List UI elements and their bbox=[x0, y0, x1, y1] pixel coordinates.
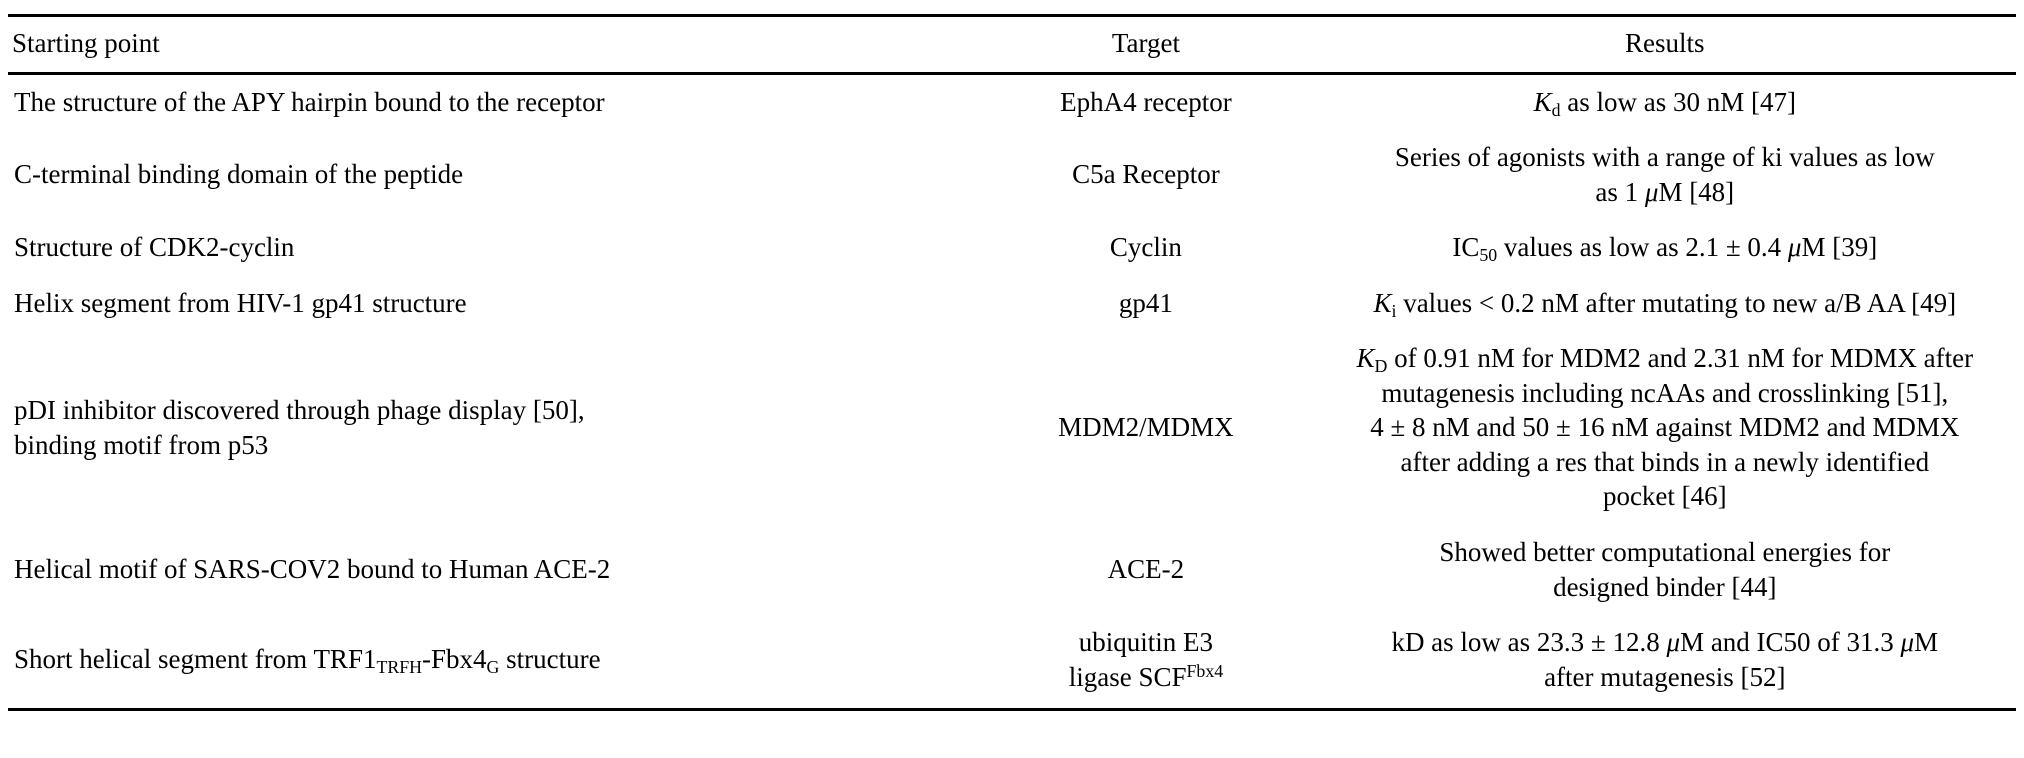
starting-point-text: -Fbx4 bbox=[422, 644, 487, 675]
results-text: as low as 30 nM [47] bbox=[1560, 86, 1796, 117]
cell-starting-point: Helix segment from HIV-1 gp41 structure bbox=[14, 287, 467, 318]
starting-point-line: pDI inhibitor discovered through phage d… bbox=[14, 395, 585, 426]
results-line: 4 ± 8 nM and 50 ± 16 nM against MDM2 and… bbox=[1370, 412, 1960, 443]
results-text: kD as low as 23.3 ± 12.8 bbox=[1391, 627, 1667, 658]
results-symbol: K bbox=[1356, 343, 1375, 374]
results-text: M [48] bbox=[1658, 176, 1735, 207]
starting-point-text: Short helical segment from TRF1 bbox=[14, 644, 377, 675]
column-header-starting-point: Starting point bbox=[8, 14, 979, 75]
results-subscript: i bbox=[1391, 300, 1397, 321]
results-line: mutagenesis including ncAAs and crosslin… bbox=[1381, 377, 1949, 408]
cell-target: ubiquitin E3 ligase SCFFbx4 bbox=[978, 615, 1314, 712]
cell-target: gp41 bbox=[1118, 287, 1173, 318]
cell-results: Ki values < 0.2 nM after mutating to new… bbox=[1314, 276, 2016, 332]
cell-target: EphA4 receptor bbox=[1060, 86, 1232, 117]
results-text: M and IC50 of 31.3 bbox=[1680, 627, 1901, 658]
micro-symbol: μ bbox=[1900, 627, 1915, 658]
results-text: of 0.91 nM for MDM2 and 2.31 nM for MDMX… bbox=[1387, 343, 1974, 374]
cell-results: Showed better computational energies for… bbox=[1314, 525, 2016, 615]
results-symbol: IC bbox=[1452, 232, 1480, 263]
cell-target: MDM2/MDMX bbox=[1058, 412, 1234, 443]
results-line: Showed better computational energies for bbox=[1439, 537, 1891, 568]
results-line: designed binder [44] bbox=[1553, 571, 1777, 602]
cell-starting-point: Short helical segment from TRF1TRFH-Fbx4… bbox=[8, 615, 979, 712]
results-symbol: K bbox=[1533, 86, 1552, 117]
target-line: ubiquitin E3 bbox=[1078, 627, 1214, 658]
micro-symbol: μ bbox=[1787, 232, 1802, 263]
table-body: The structure of the APY hairpin bound t… bbox=[8, 73, 2016, 712]
starting-point-subscript: TRFH bbox=[376, 657, 423, 678]
results-symbol: K bbox=[1373, 287, 1392, 318]
table-row: pDI inhibitor discovered through phage d… bbox=[8, 331, 2016, 525]
results-line: kD as low as 23.3 ± 12.8 μM and IC50 of … bbox=[1320, 625, 2010, 660]
results-line: pocket [46] bbox=[1602, 481, 1727, 512]
target-superscript: Fbx4 bbox=[1186, 660, 1224, 681]
cell-target: C5a Receptor bbox=[1072, 159, 1220, 190]
header-row: Starting point Target Results bbox=[8, 14, 2016, 75]
cell-target: ACE-2 bbox=[1107, 554, 1185, 585]
table-row: Structure of CDK2-cyclin Cyclin IC50 val… bbox=[8, 220, 2016, 276]
results-line: KD of 0.91 nM for MDM2 and 2.31 nM for M… bbox=[1320, 341, 2010, 376]
cell-results: KD of 0.91 nM for MDM2 and 2.31 nM for M… bbox=[1314, 331, 2016, 525]
micro-symbol: μ bbox=[1644, 176, 1659, 207]
results-text: values as low as 2.1 ± 0.4 bbox=[1497, 232, 1788, 263]
results-subscript: 50 bbox=[1479, 244, 1498, 265]
results-text: M [39] bbox=[1801, 232, 1878, 263]
table-row: The structure of the APY hairpin bound t… bbox=[8, 73, 2016, 130]
table-header: Starting point Target Results bbox=[8, 14, 2016, 75]
results-text: M bbox=[1914, 627, 1939, 658]
results-subscript: D bbox=[1374, 356, 1388, 377]
results-line: as 1 μM [48] bbox=[1320, 175, 2010, 210]
results-text: as 1 bbox=[1595, 176, 1645, 207]
column-header-target: Target bbox=[978, 14, 1314, 75]
table-row: Short helical segment from TRF1TRFH-Fbx4… bbox=[8, 615, 2016, 712]
cell-results: kD as low as 23.3 ± 12.8 μM and IC50 of … bbox=[1313, 615, 2016, 712]
starting-point-subscript: G bbox=[486, 657, 500, 678]
cell-starting-point: Structure of CDK2-cyclin bbox=[14, 232, 295, 263]
results-line: after adding a res that binds in a newly… bbox=[1400, 446, 1930, 477]
cell-target: Cyclin bbox=[1109, 232, 1182, 263]
cell-results: Kd as low as 30 nM [47] bbox=[1314, 73, 2016, 130]
target-text: ligase SCF bbox=[1068, 661, 1187, 692]
target-line: ligase SCFFbx4 bbox=[984, 660, 1307, 695]
cell-starting-point: pDI inhibitor discovered through phage d… bbox=[8, 331, 978, 525]
table-row: Helical motif of SARS-COV2 bound to Huma… bbox=[8, 525, 2016, 615]
column-header-results: Results bbox=[1313, 14, 2016, 75]
table-row: Helix segment from HIV-1 gp41 structure … bbox=[8, 276, 2016, 332]
cell-starting-point: The structure of the APY hairpin bound t… bbox=[14, 86, 605, 117]
table-row: C-terminal binding domain of the peptide… bbox=[8, 130, 2016, 220]
cell-starting-point: C-terminal binding domain of the peptide bbox=[14, 159, 464, 190]
starting-point-line: binding motif from p53 bbox=[14, 429, 269, 460]
results-table: Starting point Target Results The struct… bbox=[8, 14, 2016, 712]
results-subscript: d bbox=[1551, 99, 1561, 120]
results-line: after mutagenesis [52] bbox=[1544, 661, 1786, 692]
results-text: values < 0.2 nM after mutating to new a/… bbox=[1396, 287, 1957, 318]
cell-results: IC50 values as low as 2.1 ± 0.4 μM [39] bbox=[1314, 220, 2016, 276]
micro-symbol: μ bbox=[1666, 627, 1681, 658]
cell-starting-point: Helical motif of SARS-COV2 bound to Huma… bbox=[14, 554, 611, 585]
cell-results: Series of agonists with a range of ki va… bbox=[1314, 130, 2016, 220]
starting-point-text: structure bbox=[499, 644, 601, 675]
results-line: Series of agonists with a range of ki va… bbox=[1394, 142, 1935, 173]
